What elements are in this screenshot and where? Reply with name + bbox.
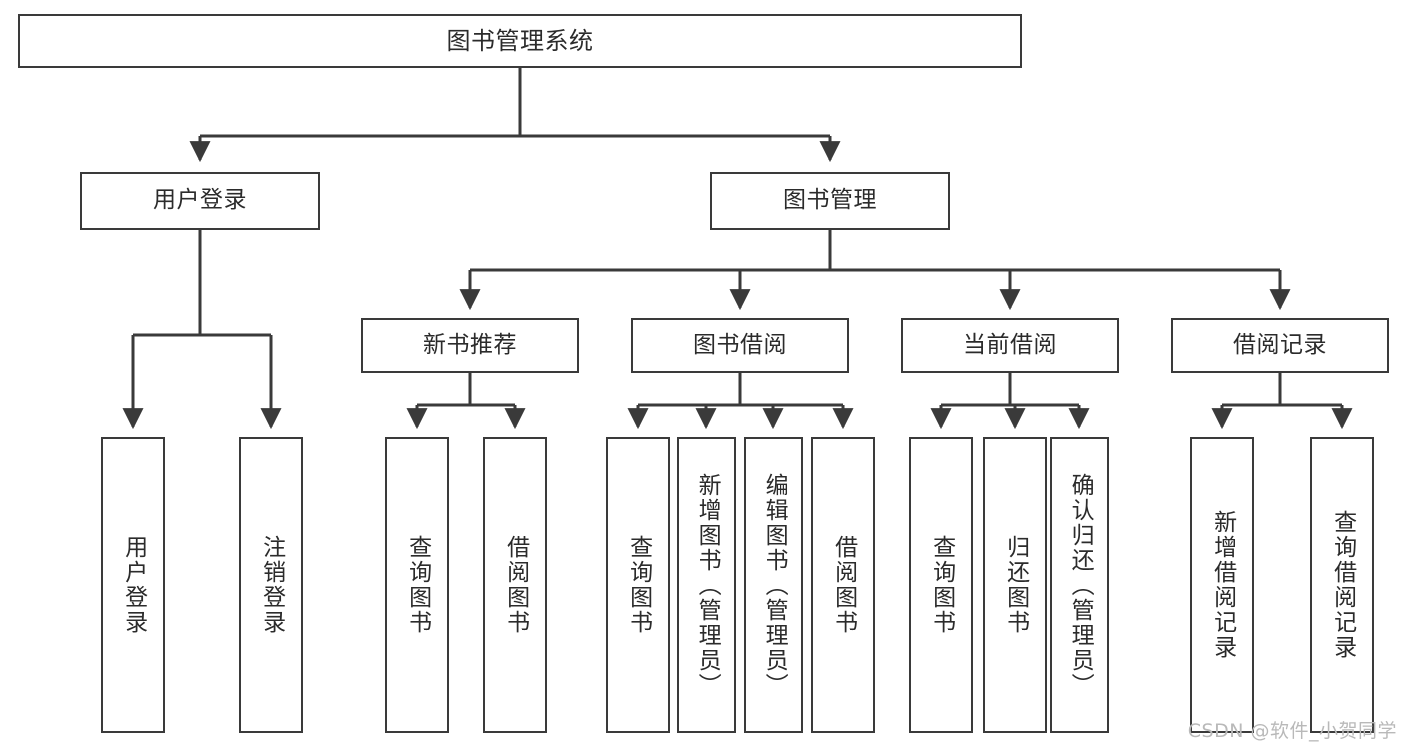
- node-current-borrow[interactable]: 当前借阅: [901, 318, 1119, 373]
- node-leaf-borrow-book-2[interactable]: 借阅图书: [811, 437, 875, 733]
- node-leaf-query-book-2-label: 查询图书: [625, 535, 652, 635]
- node-book-manage-label: 图书管理: [783, 187, 877, 214]
- node-borrow-record[interactable]: 借阅记录: [1171, 318, 1389, 373]
- node-leaf-query-book-1-label: 查询图书: [404, 535, 431, 635]
- node-leaf-confirm-return-admin-label: 确认归还（管理员）: [1067, 472, 1094, 698]
- node-leaf-borrow-book-1[interactable]: 借阅图书: [483, 437, 547, 733]
- node-new-book-recommend-label: 新书推荐: [423, 331, 517, 358]
- node-leaf-logout-login[interactable]: 注销登录: [239, 437, 303, 733]
- node-leaf-return-book-label: 归还图书: [1002, 535, 1029, 635]
- node-new-book-recommend[interactable]: 新书推荐: [361, 318, 579, 373]
- node-leaf-query-book-1[interactable]: 查询图书: [385, 437, 449, 733]
- node-leaf-query-book-2[interactable]: 查询图书: [606, 437, 670, 733]
- node-leaf-query-borrow-record[interactable]: 查询借阅记录: [1310, 437, 1374, 733]
- node-leaf-add-borrow-record[interactable]: 新增借阅记录: [1190, 437, 1254, 733]
- node-leaf-user-login-label: 用户登录: [120, 535, 147, 635]
- node-leaf-borrow-book-2-label: 借阅图书: [830, 535, 857, 635]
- node-leaf-query-borrow-record-label: 查询借阅记录: [1329, 510, 1356, 660]
- node-borrow-record-label: 借阅记录: [1233, 331, 1327, 358]
- node-book-borrow-label: 图书借阅: [693, 331, 787, 358]
- node-leaf-logout-login-label: 注销登录: [258, 535, 285, 635]
- node-leaf-add-book-admin[interactable]: 新增图书（管理员）: [677, 437, 736, 733]
- node-leaf-edit-book-admin-label: 编辑图书（管理员）: [761, 472, 788, 698]
- node-current-borrow-label: 当前借阅: [963, 331, 1057, 358]
- node-book-manage[interactable]: 图书管理: [710, 172, 950, 230]
- node-leaf-return-book[interactable]: 归还图书: [983, 437, 1047, 733]
- node-leaf-user-login[interactable]: 用户登录: [101, 437, 165, 733]
- node-root-label: 图书管理系统: [446, 26, 594, 55]
- node-leaf-confirm-return-admin[interactable]: 确认归还（管理员）: [1050, 437, 1109, 733]
- node-leaf-add-borrow-record-label: 新增借阅记录: [1209, 510, 1236, 660]
- node-leaf-query-book-3[interactable]: 查询图书: [909, 437, 973, 733]
- node-leaf-edit-book-admin[interactable]: 编辑图书（管理员）: [744, 437, 803, 733]
- node-root[interactable]: 图书管理系统: [18, 14, 1022, 68]
- node-book-borrow[interactable]: 图书借阅: [631, 318, 849, 373]
- node-leaf-query-book-3-label: 查询图书: [928, 535, 955, 635]
- node-leaf-borrow-book-1-label: 借阅图书: [502, 535, 529, 635]
- node-user-login[interactable]: 用户登录: [80, 172, 320, 230]
- csdn-watermark: CSDN @软件_小贺同学: [1187, 720, 1397, 742]
- node-leaf-add-book-admin-label: 新增图书（管理员）: [694, 472, 721, 698]
- node-user-login-label: 用户登录: [153, 187, 247, 214]
